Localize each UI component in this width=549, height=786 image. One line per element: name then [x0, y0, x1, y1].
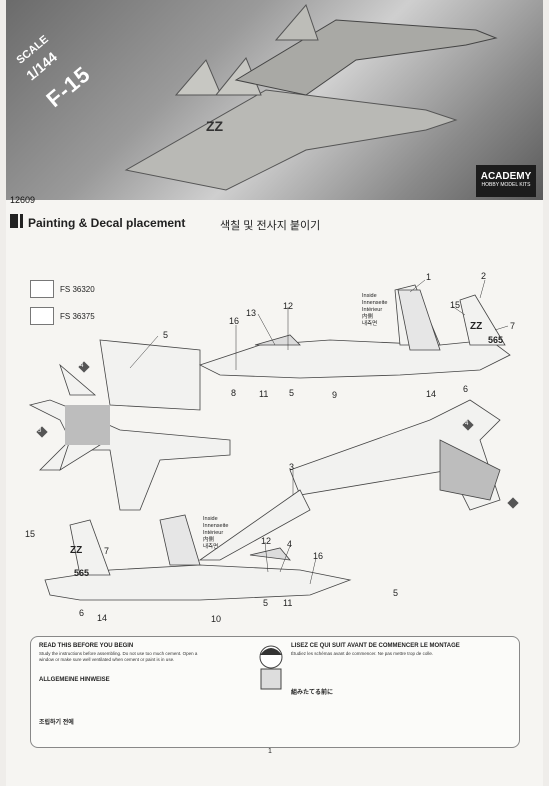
brand-sub: HOBBY MODEL KITS [481, 182, 531, 188]
instr-en-text: Study the instructions before assembling… [39, 651, 198, 662]
color-swatch-2 [30, 307, 54, 325]
box-art-jets [124, 4, 498, 191]
section-bar-thin [20, 214, 23, 228]
under-view-aircraft [198, 399, 501, 561]
callout-low-12: 12 [261, 536, 272, 546]
callout-2: 2 [481, 271, 487, 281]
tail-code-letters-upper: ZZ [470, 321, 483, 332]
callout-6: 6 [463, 384, 469, 394]
top-view-aircraft [28, 339, 231, 511]
mascot-illustration [259, 645, 283, 690]
callout-11: 11 [259, 389, 269, 399]
callout-7: 7 [510, 321, 516, 331]
callout-low-10: 10 [211, 614, 222, 624]
callout-low-11: 11 [283, 598, 293, 608]
callout-leaders [129, 279, 509, 585]
callout-under-5: 5 [393, 588, 399, 598]
instr-fr-text: Étudiez les schémas avant de commencer. … [291, 651, 434, 656]
callout-14: 14 [426, 389, 437, 399]
callout-5: 5 [289, 388, 295, 398]
top-view-shading [65, 405, 110, 445]
tail-code-serial-upper: 565 [488, 335, 504, 345]
instr-de-head: ALLGEMEINE HINWEISE [39, 677, 110, 683]
section-bar [10, 214, 18, 228]
callout-1: 1 [426, 272, 432, 282]
box-art-header: SCALE 1/144 F-15 ZZ ACADEMY HOBBY MODEL … [6, 0, 543, 200]
color-label-2: FS 36375 [60, 312, 95, 321]
brand-name: ACADEMY [480, 171, 532, 182]
callout-low-14: 14 [97, 613, 108, 623]
callout-low-15: 15 [25, 529, 36, 539]
callout-8: 8 [231, 388, 237, 398]
callout-low-4: 4 [287, 539, 293, 549]
instr-jp-head: 組みたてる前に [291, 690, 334, 696]
callout-low-6: 6 [79, 608, 85, 618]
callout-13: 13 [246, 308, 257, 318]
callout-under-3: 3 [289, 462, 295, 472]
callout-12: 12 [283, 301, 294, 311]
header-tail-code: ZZ [206, 118, 224, 134]
callout-low-5: 5 [263, 598, 269, 608]
page-number: 1 [268, 748, 272, 755]
inside-note-upper: Inside Innenseite Intérieur 内側 내측면 [362, 293, 388, 327]
callout-15: 15 [450, 300, 461, 310]
section-title-kr: 색칠 및 전사지 붙이기 [220, 220, 321, 232]
callout-top-3: 3 [38, 428, 42, 434]
tail-code-letters-lower: ZZ [70, 545, 83, 556]
callout-16: 16 [229, 316, 240, 326]
callout-under-4: 4 [465, 421, 469, 427]
brand-logo: ACADEMY HOBBY MODEL KITS [476, 165, 536, 197]
tail-code-serial-lower: 565 [74, 568, 90, 578]
instructions-box: READ THIS BEFORE YOU BEGIN Study the ins… [30, 636, 520, 748]
instr-fr-head: LISEZ CE QUI SUIT AVANT DE COMMENCER LE … [291, 643, 460, 649]
callout-top-4: 4 [80, 363, 84, 369]
catalog-number: 12609 [10, 195, 36, 205]
instr-kr-head: 조립하기 전에 [39, 720, 74, 726]
color-swatch-1 [30, 280, 54, 298]
callout-top-5: 5 [163, 330, 169, 340]
section-title: Painting & Decal placement [28, 216, 186, 230]
callout-low-7: 7 [104, 546, 110, 556]
inside-note-lower: Inside Innenseite Intérieur 内側 내측면 [203, 516, 229, 550]
side-view-upper [198, 284, 511, 379]
color-label-1: FS 36320 [60, 285, 95, 294]
callout-low-16: 16 [313, 551, 324, 561]
instr-en-head: READ THIS BEFORE YOU BEGIN [39, 643, 134, 649]
callout-9: 9 [332, 390, 338, 400]
side-view-lower [44, 514, 352, 601]
